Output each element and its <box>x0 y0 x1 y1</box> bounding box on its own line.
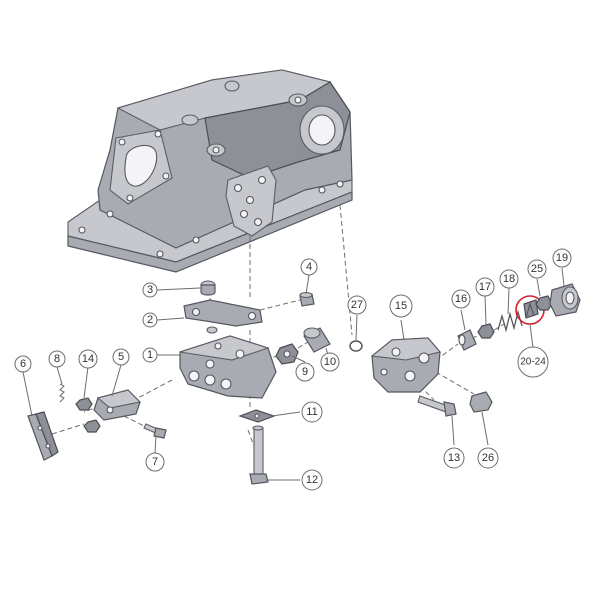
bushing-part-10 <box>303 327 331 353</box>
svg-text:1: 1 <box>147 349 153 361</box>
callouts: 1 2 3 4 5 6 7 8 14 9 10 11 12 27 15 13 2… <box>14 248 572 491</box>
callout-3: 3 <box>142 282 158 298</box>
svg-text:26: 26 <box>482 452 494 464</box>
callout-2: 2 <box>142 312 158 328</box>
valve-body-part-1 <box>179 335 277 399</box>
callout-20-24: 20-24 <box>517 346 549 378</box>
callout-27: 27 <box>347 295 367 315</box>
svg-text:25: 25 <box>531 263 543 275</box>
bolt-part-7 <box>143 423 167 439</box>
callout-6: 6 <box>14 355 32 373</box>
callout-8: 8 <box>48 350 66 368</box>
callout-15: 15 <box>389 294 413 318</box>
svg-text:2: 2 <box>147 314 153 326</box>
callout-19: 19 <box>552 248 572 268</box>
svg-text:7: 7 <box>152 456 158 468</box>
svg-text:5: 5 <box>118 351 124 363</box>
callout-5: 5 <box>112 348 130 366</box>
svg-text:27: 27 <box>351 299 363 311</box>
svg-text:18: 18 <box>503 273 515 285</box>
nut-part-14 <box>75 397 101 433</box>
callout-13: 13 <box>443 447 465 469</box>
svg-text:9: 9 <box>302 366 308 378</box>
nut-part-25 <box>535 295 553 311</box>
svg-text:16: 16 <box>455 293 467 305</box>
main-housing <box>67 69 353 273</box>
svg-text:14: 14 <box>82 353 94 365</box>
callout-26: 26 <box>477 447 499 469</box>
control-valve-housing-part-15 <box>370 337 442 393</box>
washer-part-11 <box>238 409 276 423</box>
callout-1: 1 <box>142 347 158 363</box>
svg-text:12: 12 <box>306 474 318 486</box>
spring-pin-part-8 <box>59 383 65 403</box>
nut-part-17 <box>477 323 495 339</box>
snap-ring-part-27 <box>349 340 363 352</box>
spring-part-18 <box>497 309 523 333</box>
sleeve-part-16 <box>457 329 477 351</box>
svg-text:19: 19 <box>556 252 568 264</box>
bolt-part-13 <box>417 395 457 417</box>
callout-11: 11 <box>301 401 323 423</box>
svg-text:15: 15 <box>395 300 407 312</box>
svg-text:8: 8 <box>54 353 60 365</box>
callout-9: 9 <box>295 362 315 382</box>
callout-14: 14 <box>78 349 98 369</box>
pin-part-4 <box>299 291 315 307</box>
callout-18: 18 <box>499 269 519 289</box>
plug-part-26 <box>469 391 493 413</box>
svg-text:6: 6 <box>20 358 26 370</box>
link-plate-part-2 <box>183 299 263 334</box>
svg-text:20-24: 20-24 <box>520 357 546 368</box>
svg-text:13: 13 <box>448 452 460 464</box>
callout-17: 17 <box>475 277 495 297</box>
callout-7: 7 <box>145 452 165 472</box>
callout-12: 12 <box>301 469 323 491</box>
callout-10: 10 <box>320 352 340 372</box>
link-arm-part-6 <box>27 411 59 461</box>
svg-text:11: 11 <box>306 406 317 418</box>
callout-25: 25 <box>527 259 547 279</box>
callout-16: 16 <box>451 289 471 309</box>
nut-part-3 <box>200 280 216 296</box>
end-cap-part-19 <box>549 283 581 317</box>
bolt-part-12 <box>249 425 269 485</box>
svg-text:17: 17 <box>479 281 491 293</box>
svg-text:10: 10 <box>324 356 336 368</box>
bracket-part-5 <box>93 389 142 421</box>
callout-leaders <box>22 267 565 481</box>
nut-part-9 <box>275 343 299 365</box>
svg-text:4: 4 <box>306 261 312 273</box>
svg-text:3: 3 <box>147 284 153 296</box>
callout-4: 4 <box>300 258 318 276</box>
